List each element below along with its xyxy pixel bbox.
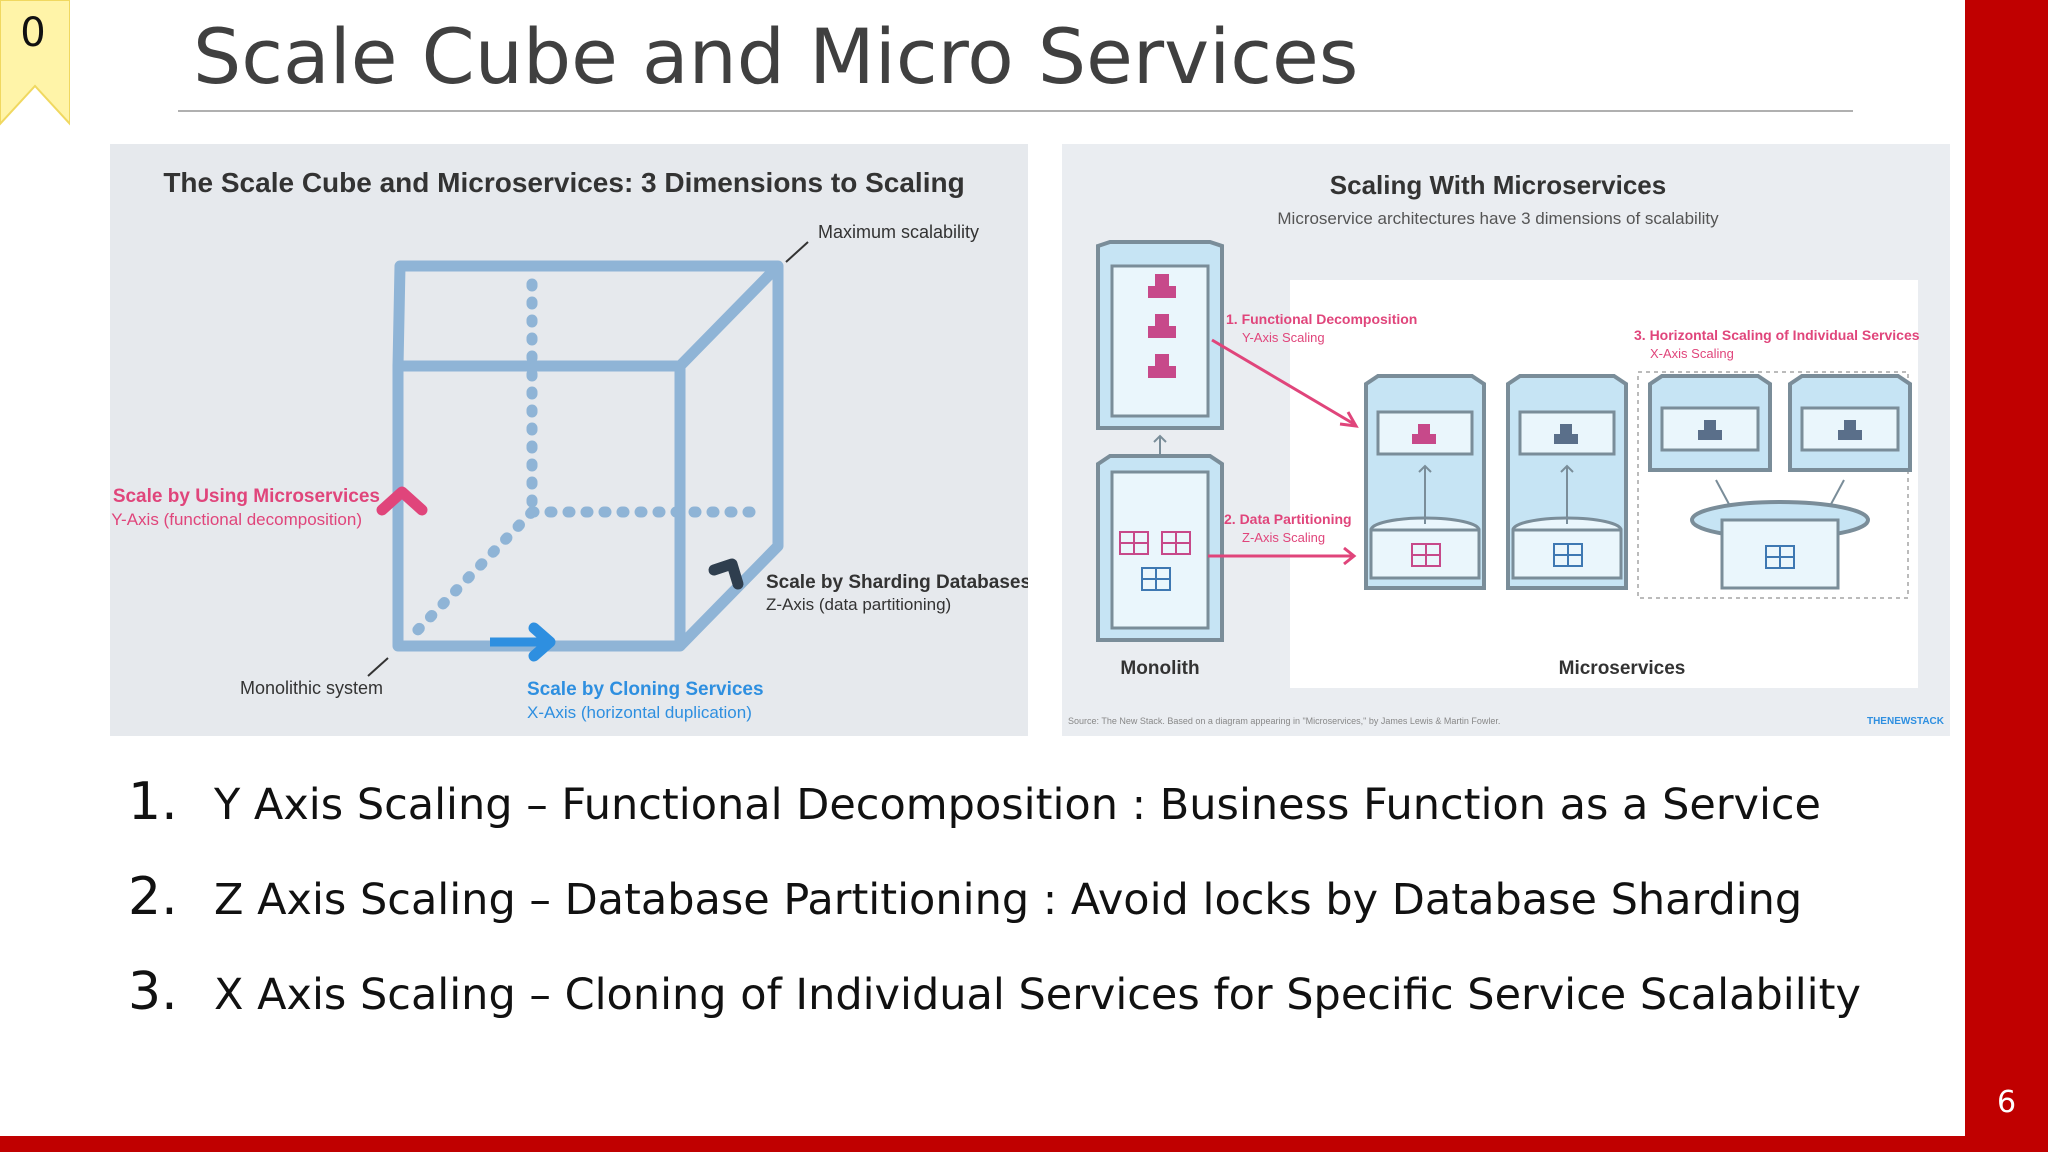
x-axis-sub: X-Axis (horizontal duplication) xyxy=(527,703,752,722)
monolith-database xyxy=(1096,454,1224,642)
accent-footer-bar xyxy=(0,1136,2048,1152)
microservice-2 xyxy=(1506,374,1628,590)
scaling-points-list: 1. Y Axis Scaling – Functional Decomposi… xyxy=(128,760,1928,1045)
page-number: 6 xyxy=(1996,1085,2017,1120)
list-item-text: Z Axis Scaling – Database Partitioning :… xyxy=(214,875,1803,925)
horizontal-scaling-sub: X-Axis Scaling xyxy=(1650,346,1734,361)
y-axis-title: Scale by Using Microservices xyxy=(113,486,380,507)
list-item-number: 3. xyxy=(128,962,178,1022)
brand-logo: THENEWSTACK xyxy=(1867,716,1945,727)
cube-top-face xyxy=(392,260,784,372)
z-axis-title: Scale by Sharding Databases xyxy=(766,572,1028,593)
data-partitioning-label: 2. Data Partitioning xyxy=(1224,511,1352,527)
monolith-service-box xyxy=(1096,240,1224,430)
scale-cube-svg: The Scale Cube and Microservices: 3 Dime… xyxy=(111,167,1031,722)
cube-frame xyxy=(392,260,784,652)
list-item-text: X Axis Scaling – Cloning of Individual S… xyxy=(214,970,1861,1020)
cubes-icon xyxy=(1148,274,1176,378)
max-pointer-line xyxy=(785,241,809,263)
y-scaling-arrow xyxy=(1211,338,1355,426)
shared-database xyxy=(1690,479,1870,590)
scale-cube-diagram: The Scale Cube and Microservices: 3 Dime… xyxy=(110,144,1031,736)
z-axis-sub: Z-Axis (data partitioning) xyxy=(766,595,951,614)
list-item: 3. X Axis Scaling – Cloning of Individua… xyxy=(128,950,1928,1045)
list-item-number: 1. xyxy=(128,772,178,832)
x-axis-arrow-icon xyxy=(528,622,556,662)
list-item: 2. Z Axis Scaling – Database Partitionin… xyxy=(128,855,1928,950)
list-item-text: Y Axis Scaling – Functional Decompositio… xyxy=(214,780,1821,830)
source-note: Source: The New Stack. Based on a diagra… xyxy=(1068,716,1500,726)
slide-title: Scale Cube and Micro Services xyxy=(193,12,1359,101)
table-grid-icon-blue xyxy=(1141,567,1171,591)
cloned-service-1 xyxy=(1648,374,1772,472)
cube-right-edges xyxy=(676,266,784,650)
table-grid-icon xyxy=(1119,531,1191,555)
bookmark-icon xyxy=(0,0,71,127)
horizontal-scaling-label: 3. Horizontal Scaling of Individual Serv… xyxy=(1634,327,1920,343)
functional-decomposition-label: 1. Functional Decomposition xyxy=(1226,311,1417,327)
functional-decomposition-sub: Y-Axis Scaling xyxy=(1242,330,1325,345)
microservices-svg: Scaling With Microservices Microservice … xyxy=(1068,170,1945,727)
monolith-label: Monolith xyxy=(1120,658,1199,679)
x-axis-title: Scale by Cloning Services xyxy=(527,679,764,700)
slide-marker: 0 xyxy=(0,0,71,128)
cube-heading: The Scale Cube and Microservices: 3 Dime… xyxy=(163,167,964,198)
y-axis-sub: Y-Axis (functional decomposition) xyxy=(111,510,362,529)
max-scalability-label: Maximum scalability xyxy=(818,222,979,242)
microservices-label: Microservices xyxy=(1559,658,1686,679)
origin-label: Monolithic system xyxy=(240,678,383,698)
list-item: 1. Y Axis Scaling – Functional Decomposi… xyxy=(128,760,1928,855)
microservice-1 xyxy=(1364,374,1486,590)
cube-hidden-edges xyxy=(404,278,766,644)
micro-subheading: Microservice architectures have 3 dimens… xyxy=(1277,209,1719,228)
list-item-number: 2. xyxy=(128,867,178,927)
accent-sidebar xyxy=(1965,0,2048,1152)
microservices-diagram: Scaling With Microservices Microservice … xyxy=(1062,144,1950,736)
origin-pointer-line xyxy=(367,657,389,677)
slide-marker-number: 0 xyxy=(20,10,46,56)
data-partitioning-sub: Z-Axis Scaling xyxy=(1242,530,1325,545)
title-divider xyxy=(178,110,1853,112)
cloned-service-2 xyxy=(1788,374,1912,472)
z-axis-arrow-icon xyxy=(708,558,744,590)
y-axis-arrow-icon xyxy=(376,486,428,516)
micro-heading: Scaling With Microservices xyxy=(1330,170,1666,200)
